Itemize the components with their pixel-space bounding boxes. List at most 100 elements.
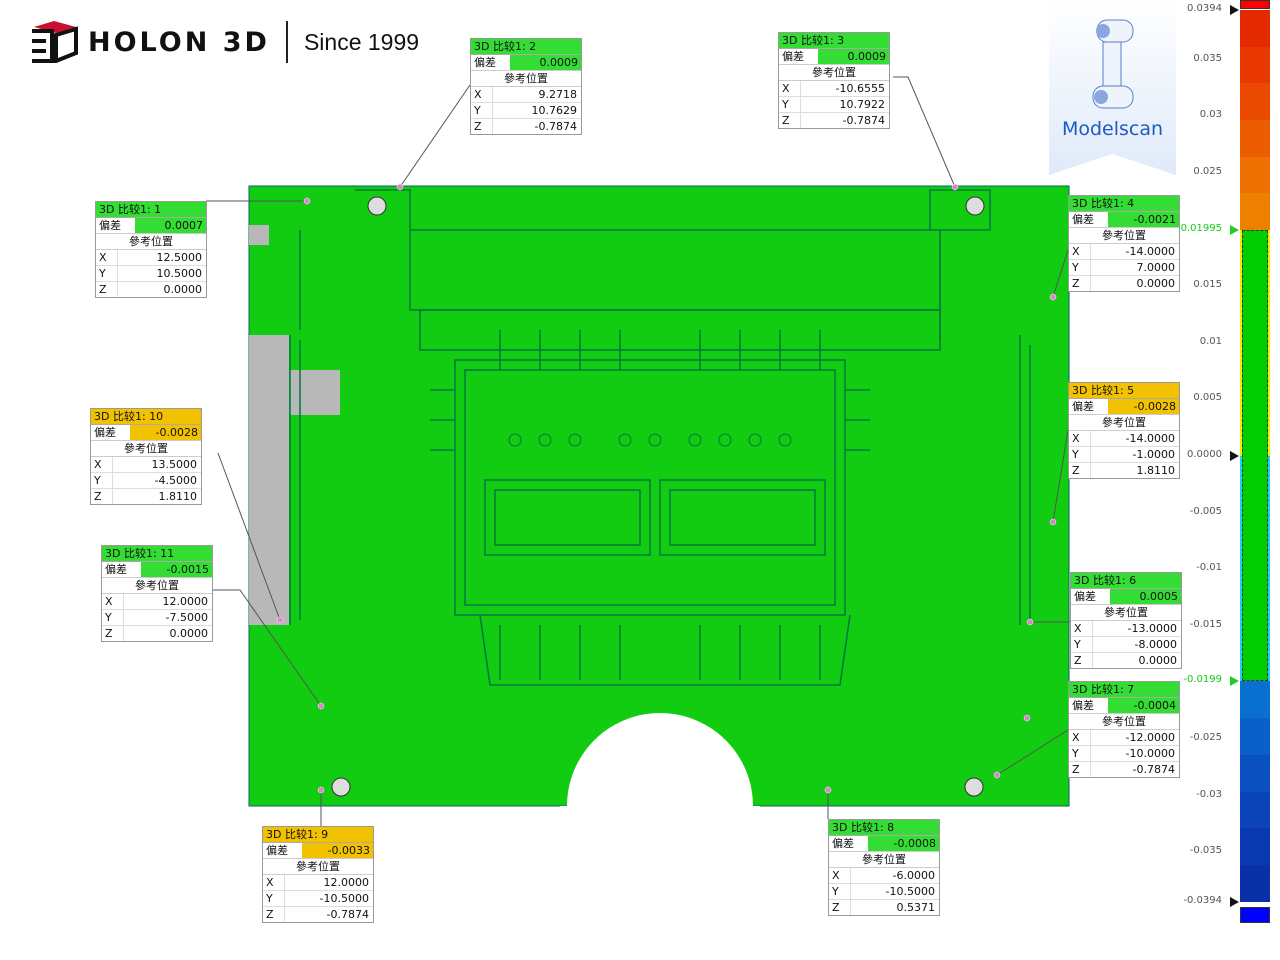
modelscan-label: Modelscan	[1061, 118, 1164, 140]
ref-position-label: 參考位置	[779, 65, 889, 81]
deviation-label: 偏差	[1074, 590, 1096, 603]
comparison-callout: 3D 比较1: 7 偏差-0.0004 參考位置 X-12.0000 Y-10.…	[1068, 681, 1180, 778]
x-value: -10.6555	[835, 82, 885, 95]
comparison-callout: 3D 比较1: 8 偏差-0.0008 參考位置 X-6.0000 Y-10.5…	[828, 819, 940, 916]
deviation-label: 偏差	[1072, 213, 1094, 226]
axis-x: X	[1069, 244, 1091, 259]
axis-y: Y	[91, 473, 113, 488]
divider	[285, 21, 288, 63]
grey-region	[249, 225, 340, 625]
z-value: -0.7874	[534, 120, 577, 133]
y-value: -10.0000	[1125, 747, 1175, 760]
callout-title: 3D 比较1: 11	[102, 546, 212, 562]
x-value: 9.2718	[538, 88, 578, 101]
x-value: -13.0000	[1127, 622, 1177, 635]
ref-position-label: 參考位置	[1069, 415, 1179, 431]
axis-x: X	[779, 81, 801, 96]
deviation-label: 偏差	[266, 844, 288, 857]
axis-y: Y	[1069, 746, 1091, 761]
deviation-value: 0.0009	[818, 49, 889, 64]
axis-x: X	[263, 875, 285, 890]
under-range-swatch	[1240, 907, 1270, 923]
ref-position-label: 參考位置	[91, 441, 201, 457]
scale-tick-label: 0.03	[1199, 109, 1222, 121]
axis-x: X	[829, 868, 851, 883]
axis-z: Z	[1069, 762, 1091, 777]
callout-title: 3D 比较1: 4	[1069, 196, 1179, 212]
scale-tick-label: -0.03	[1196, 788, 1222, 800]
scale-marker-icon[interactable]	[1230, 676, 1239, 687]
axis-y: Y	[471, 103, 493, 118]
z-value: 0.0000	[1136, 277, 1176, 290]
scale-tick-label: 0.035	[1193, 52, 1222, 64]
z-value: 0.0000	[1138, 654, 1178, 667]
axis-y: Y	[779, 97, 801, 112]
tolerance-band	[1242, 230, 1268, 682]
callout-title: 3D 比较1: 7	[1069, 682, 1179, 698]
x-value: 12.5000	[156, 251, 203, 264]
scale-tick-label: 0.015	[1193, 279, 1222, 291]
axis-x: X	[1069, 730, 1091, 745]
deviation-value: -0.0021	[1108, 212, 1179, 227]
y-value: -7.5000	[165, 611, 208, 624]
axis-z: Z	[1069, 463, 1091, 478]
ref-position-label: 參考位置	[102, 578, 212, 594]
z-value: 1.8110	[158, 490, 198, 503]
scale-band	[1240, 828, 1270, 866]
deviation-value: 0.0005	[1110, 589, 1181, 604]
mounting-holes	[331, 196, 985, 797]
z-value: -0.7874	[1132, 763, 1175, 776]
y-value: 10.7629	[531, 104, 578, 117]
y-value: 7.0000	[1136, 261, 1176, 274]
y-value: -1.0000	[1132, 448, 1175, 461]
leader-lines	[206, 76, 1070, 826]
deviation-label: 偏差	[474, 56, 496, 69]
axis-y: Y	[1069, 260, 1091, 275]
deviation-value: -0.0033	[302, 843, 373, 858]
scale-tick-label: 0.01995	[1180, 223, 1222, 235]
deviation-label: 偏差	[1072, 699, 1094, 712]
callout-title: 3D 比较1: 5	[1069, 383, 1179, 399]
ref-position-label: 參考位置	[471, 71, 581, 87]
scale-tick-label: 0.005	[1193, 392, 1222, 404]
axis-z: Z	[263, 907, 285, 922]
modelscan-badge: Modelscan	[1049, 0, 1176, 175]
scale-marker-icon[interactable]	[1230, 225, 1239, 236]
z-value: 0.5371	[896, 901, 936, 914]
z-value: -0.7874	[842, 114, 885, 127]
scale-marker-icon[interactable]	[1230, 451, 1239, 461]
logo-cube-icon	[32, 21, 78, 63]
deviation-value: -0.0028	[130, 425, 201, 440]
scale-tick-label: -0.025	[1189, 731, 1222, 743]
scale-marker-icon[interactable]	[1230, 897, 1239, 907]
scale-band	[1240, 193, 1270, 231]
comparison-callout: 3D 比较1: 5 偏差-0.0028 參考位置 X-14.0000 Y-1.0…	[1068, 382, 1180, 479]
y-value: 10.7922	[839, 98, 886, 111]
y-value: 10.5000	[156, 267, 203, 280]
axis-x: X	[471, 87, 493, 102]
axis-y: Y	[1071, 637, 1093, 652]
brand-name: HOLON 3D	[88, 26, 270, 58]
axis-z: Z	[829, 900, 851, 915]
callout-title: 3D 比较1: 10	[91, 409, 201, 425]
deviation-value: -0.0028	[1108, 399, 1179, 414]
axis-y: Y	[96, 266, 118, 281]
callout-title: 3D 比较1: 1	[96, 202, 206, 218]
over-range-swatch	[1240, 0, 1270, 9]
holon3d-logo: HOLON 3D Since 1999	[30, 20, 419, 64]
scale-band	[1240, 681, 1270, 719]
scale-marker-icon[interactable]	[1230, 5, 1239, 15]
ref-position-label: 參考位置	[96, 234, 206, 250]
z-value: 0.0000	[169, 627, 209, 640]
axis-x: X	[96, 250, 118, 265]
axis-y: Y	[1069, 447, 1091, 462]
ref-position-label: 參考位置	[263, 859, 373, 875]
